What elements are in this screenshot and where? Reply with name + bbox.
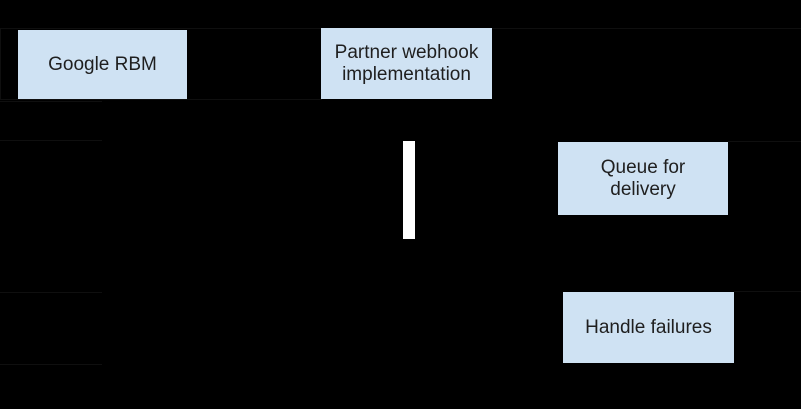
- faint-line-failures-row-right: [734, 291, 801, 292]
- faint-line-queue-row: [728, 141, 801, 142]
- faint-line-top-row-bottom: [0, 99, 322, 100]
- faint-line-left-edge: [0, 28, 1, 100]
- node-queue-for-delivery-label: Queue for delivery: [600, 156, 686, 200]
- node-handle-failures-label: Handle failures: [585, 316, 712, 338]
- faint-line-left-band-bottom: [0, 140, 102, 141]
- activation-bar: [403, 141, 415, 239]
- node-handle-failures: Handle failures: [563, 292, 734, 363]
- faint-line-failures-row-left: [0, 292, 102, 293]
- faint-line-left-band-top: [0, 101, 102, 102]
- node-partner-webhook-label: Partner webhook implementation: [334, 41, 479, 85]
- node-google-rbm-label: Google RBM: [48, 53, 157, 75]
- faint-line-failures-row-bottom: [0, 364, 102, 365]
- node-queue-for-delivery: Queue for delivery: [558, 142, 728, 215]
- node-partner-webhook: Partner webhook implementation: [321, 28, 492, 99]
- node-google-rbm: Google RBM: [18, 30, 187, 99]
